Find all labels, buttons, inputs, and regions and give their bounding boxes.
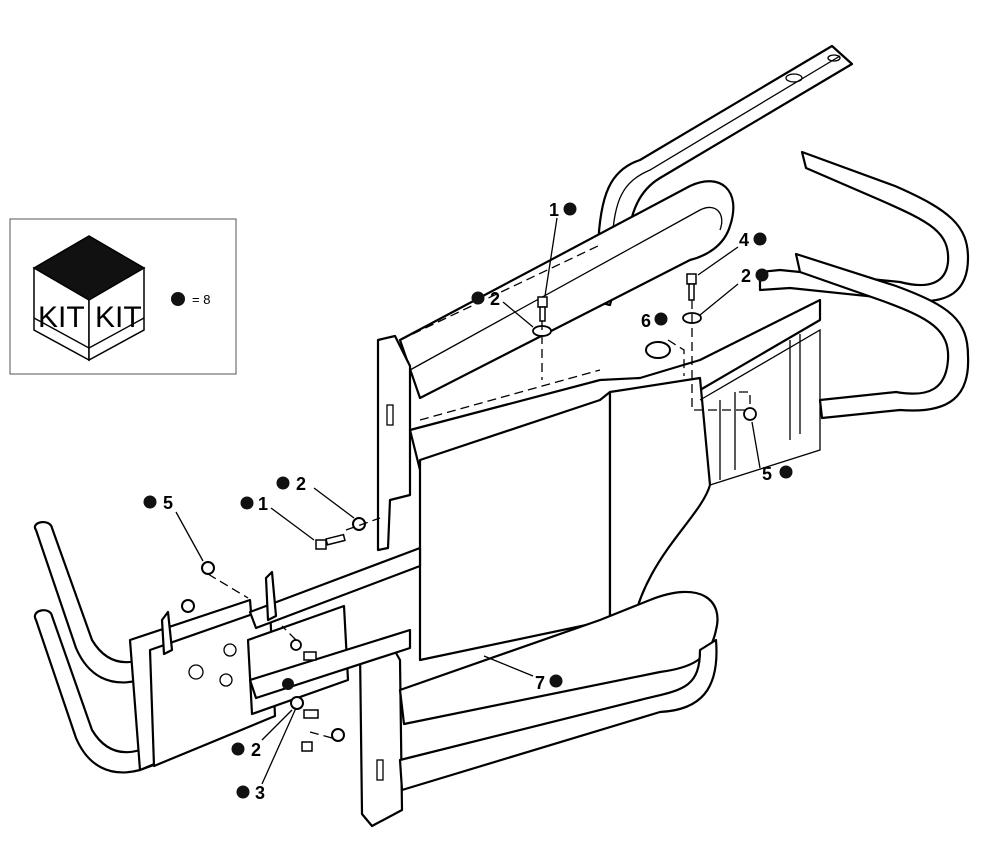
- nut-left-lower: [181, 599, 195, 613]
- bolt-1-upper: [537, 296, 548, 322]
- deck-support: [408, 298, 822, 662]
- callout-6: 6: [641, 311, 668, 331]
- callout-2-lower: 2: [231, 740, 261, 760]
- black-dot-icon: [654, 312, 668, 326]
- kit-quantity-label: = 8: [192, 292, 210, 307]
- upper-cross-tube: [398, 180, 735, 400]
- washer-2c: [352, 517, 366, 531]
- nut-5-left: [201, 561, 215, 575]
- black-dot-icon: [240, 496, 254, 510]
- callout-number: 2: [296, 474, 306, 494]
- lower-u-tube: [398, 590, 719, 792]
- callout-number: 5: [163, 493, 173, 513]
- callout-number: 1: [258, 494, 268, 514]
- callout-number: 2: [741, 266, 751, 286]
- black-dot-icon: [171, 292, 185, 306]
- bolt-mid: [303, 651, 317, 661]
- black-dot-icon: [549, 674, 563, 688]
- washer-2d: [290, 696, 304, 710]
- callout-2-upper-right: 2: [741, 266, 769, 286]
- bolt-1-left: [315, 533, 346, 550]
- callout-3: 3: [236, 783, 265, 803]
- kit-label-right: KIT: [95, 301, 142, 334]
- callout-4: 4: [739, 230, 767, 250]
- washer-6: [645, 341, 671, 359]
- bolt-4: [686, 273, 697, 301]
- callout-number: 2: [490, 289, 500, 309]
- black-dot-icon: [563, 202, 577, 216]
- callout-number: 7: [535, 673, 545, 693]
- callout-number: 1: [549, 200, 559, 220]
- nut-5-right: [743, 407, 757, 421]
- leader-lines: [175, 217, 761, 785]
- black-dot-icon: [755, 268, 769, 282]
- nut-3: [282, 678, 294, 690]
- kit-legend: KIT KIT = 8: [9, 218, 237, 375]
- bolt-lower: [301, 741, 313, 752]
- hardware: [181, 273, 757, 752]
- callout-number: 5: [762, 464, 772, 484]
- callout-1-left: 1: [240, 494, 268, 514]
- front-vertical-rail: [358, 334, 412, 828]
- washer-mid: [290, 639, 302, 651]
- callout-1-upper: 1: [549, 200, 577, 220]
- assembly-lines: [207, 244, 751, 739]
- black-dot-icon: [779, 465, 793, 479]
- right-guard-loops: [758, 150, 970, 420]
- black-dot-icon: [276, 476, 290, 490]
- callout-2-left: 2: [276, 474, 306, 494]
- kit-box-icon: KIT KIT: [32, 235, 146, 362]
- callout-number: 3: [255, 783, 265, 803]
- callout-7: 7: [535, 673, 563, 693]
- callout-number: 4: [739, 230, 749, 250]
- black-dot-icon: [143, 495, 157, 509]
- callout-2-upper-left: 2: [471, 289, 500, 309]
- black-dot-icon: [231, 742, 245, 756]
- callout-number: 6: [641, 311, 651, 331]
- kit-label-left: KIT: [38, 301, 85, 334]
- black-dot-icon: [471, 291, 485, 305]
- black-dot-icon: [753, 232, 767, 246]
- callout-5-right: 5: [762, 464, 793, 484]
- callout-number: 2: [251, 740, 261, 760]
- callout-5-left: 5: [143, 493, 173, 513]
- black-dot-icon: [236, 785, 250, 799]
- washer-lower: [331, 728, 345, 742]
- bolt-3: [303, 709, 319, 719]
